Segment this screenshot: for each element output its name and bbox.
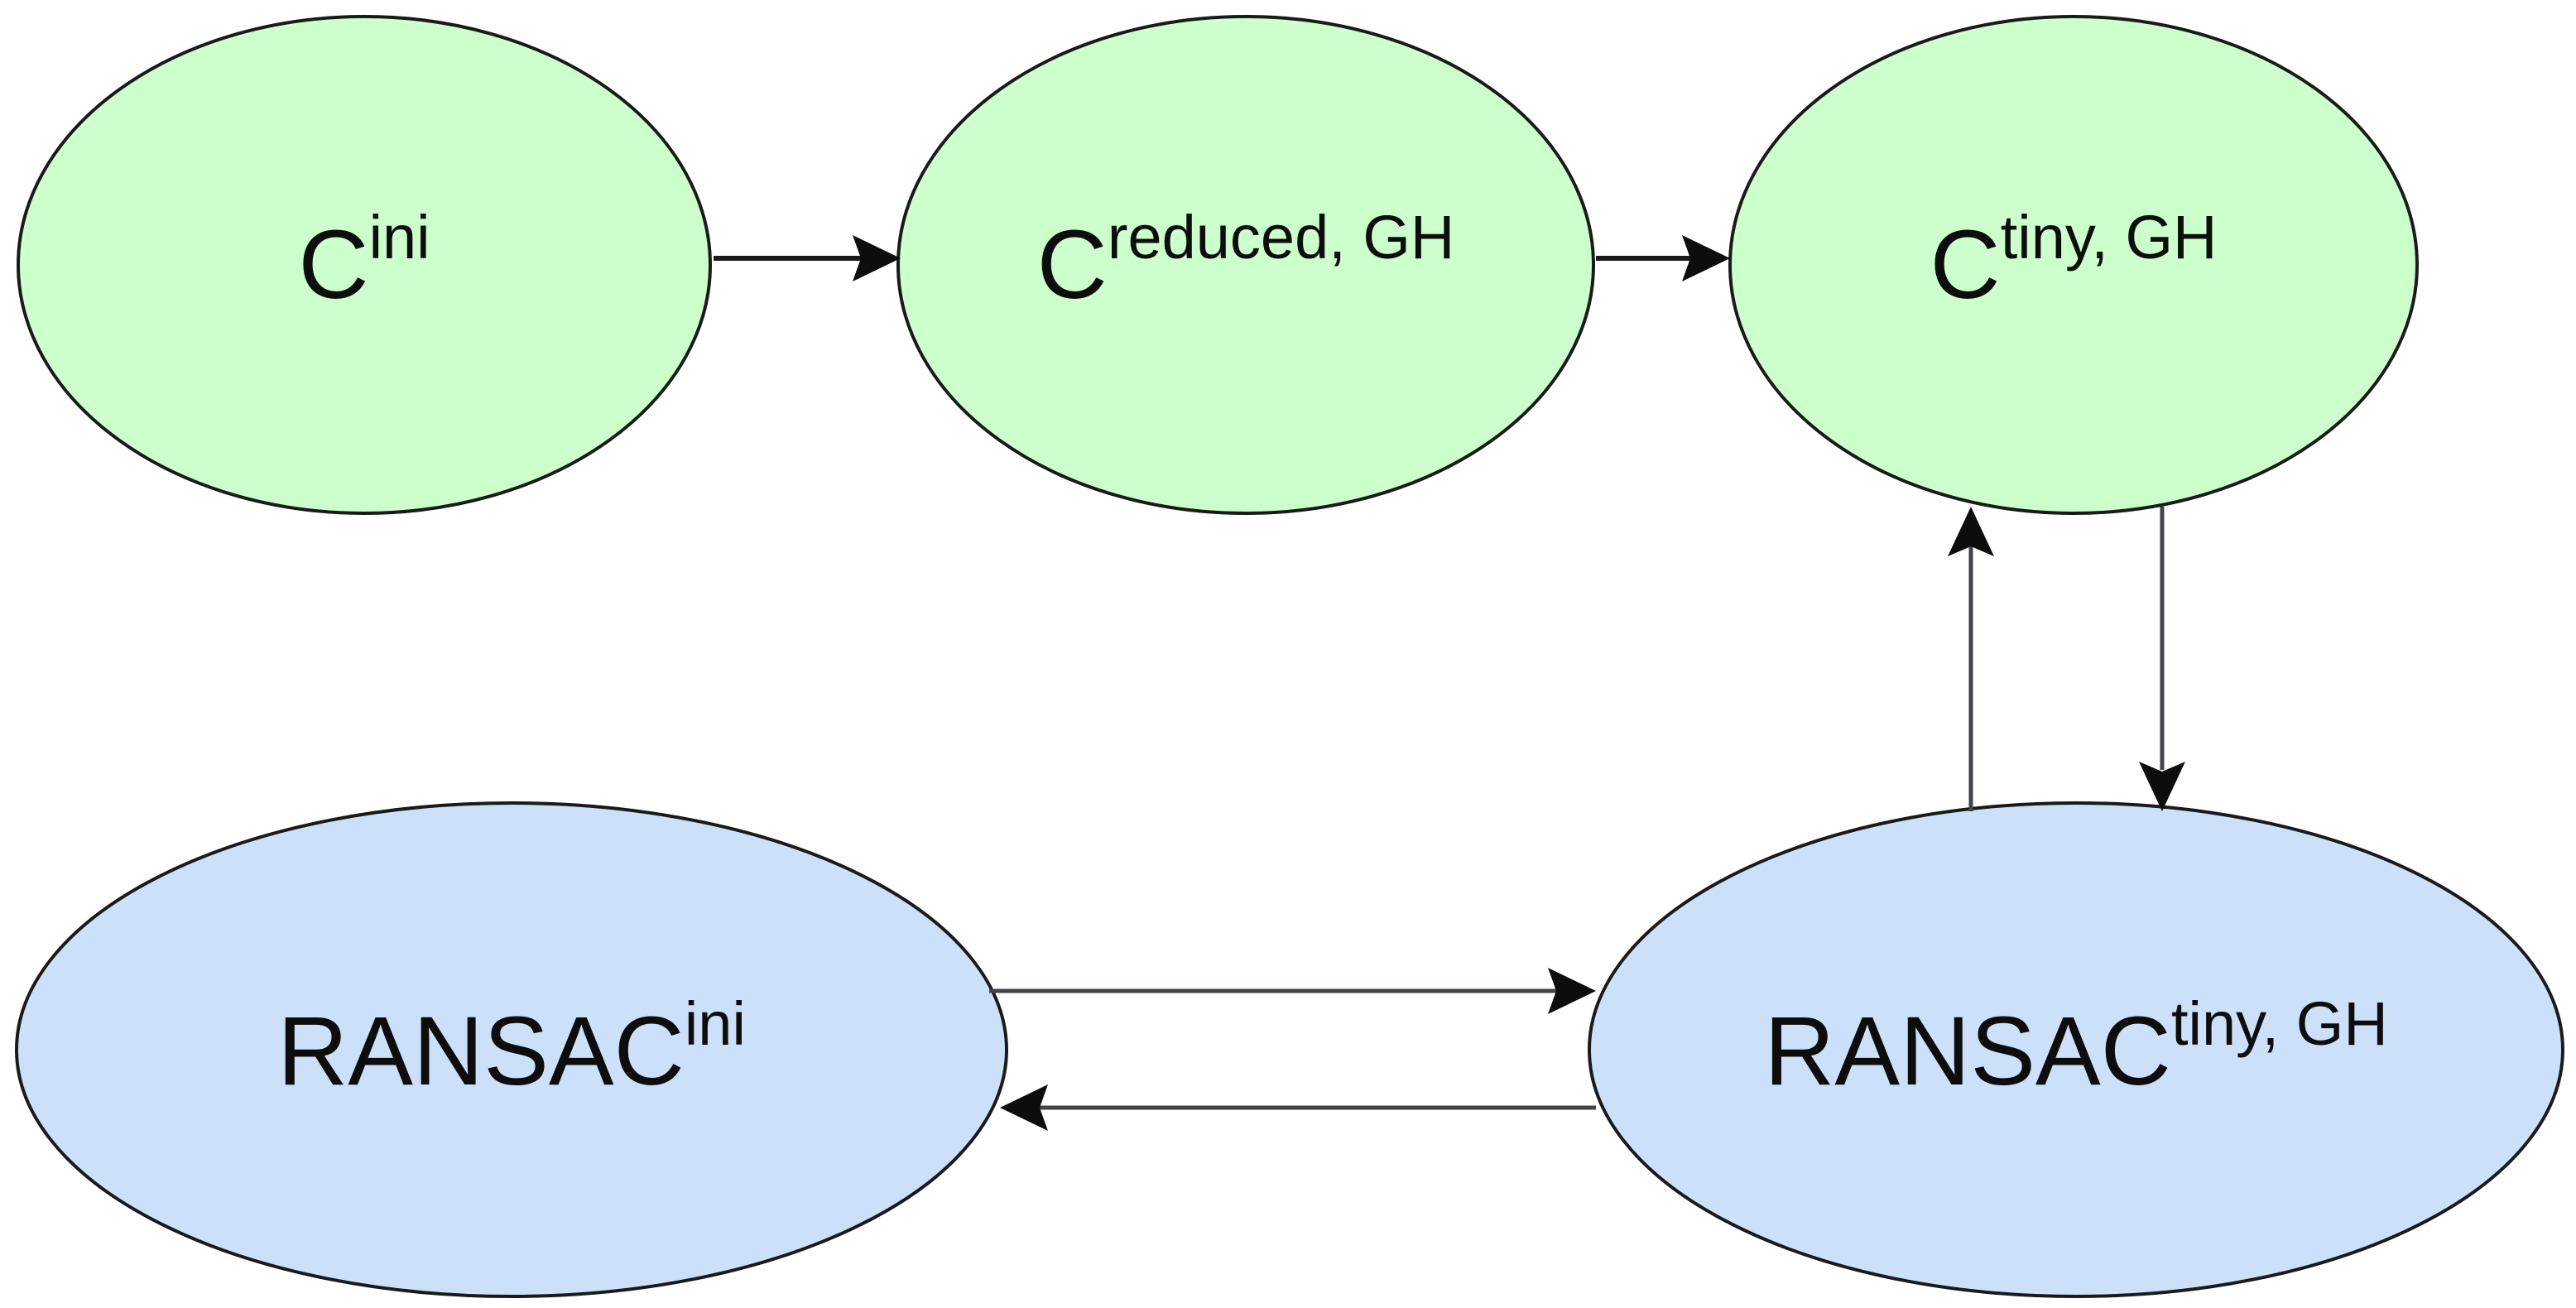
node-c-tiny-gh-superscript: tiny, GH — [2001, 203, 2218, 272]
node-c-ini-ellipse[interactable] — [17, 15, 712, 515]
edge-creduced-to-ctiny[interactable] — [1596, 235, 1730, 281]
edge-cini-to-creduced[interactable] — [714, 235, 901, 281]
edge-cini-to-creduced-arrowhead — [853, 235, 901, 281]
node-c-ini-label: Cini — [298, 203, 430, 320]
node-c-tiny-gh[interactable]: Ctiny, GH — [1728, 15, 2419, 515]
edge-ransactiny-to-ctiny[interactable] — [1948, 507, 1994, 811]
node-c-reduced-gh[interactable]: Creduced, GH — [896, 15, 1595, 515]
node-ransac-ini-base: RANSAC — [277, 997, 685, 1106]
edge-ransactiny-to-ransacini-arrowhead — [1000, 1084, 1048, 1131]
node-ransac-tiny-gh-base: RANSAC — [1764, 997, 2171, 1106]
node-ransac-tiny-gh-label: RANSACtiny, GH — [1764, 989, 2388, 1106]
node-c-reduced-gh-base: C — [1037, 210, 1108, 320]
node-ransac-tiny-gh-ellipse[interactable] — [1588, 801, 2564, 1298]
edge-ransactiny-to-ctiny-arrowhead — [1948, 507, 1994, 556]
edge-ctiny-to-ransactiny[interactable] — [2139, 507, 2185, 811]
edge-ransacini-to-ransactiny-arrowhead — [1548, 968, 1596, 1014]
node-ransac-ini[interactable]: RANSACini — [15, 801, 1008, 1298]
node-c-tiny-gh-ellipse[interactable] — [1728, 15, 2419, 515]
node-ransac-ini-ellipse[interactable] — [15, 801, 1008, 1298]
node-c-ini[interactable]: Cini — [17, 15, 712, 515]
node-c-tiny-gh-base: C — [1930, 210, 2000, 320]
node-c-ini-base: C — [298, 210, 368, 320]
node-c-tiny-gh-label: Ctiny, GH — [1930, 203, 2217, 320]
node-c-reduced-gh-label: Creduced, GH — [1037, 203, 1455, 320]
node-c-ini-superscript: ini — [369, 203, 430, 272]
edge-ctiny-to-ransactiny-arrowhead — [2139, 762, 2185, 811]
node-c-reduced-gh-ellipse[interactable] — [896, 15, 1595, 515]
node-ransac-ini-label: RANSACini — [277, 989, 746, 1106]
edge-ransactiny-to-ransacini[interactable] — [1000, 1084, 1596, 1131]
edge-ransacini-to-ransactiny[interactable] — [989, 968, 1596, 1014]
edge-creduced-to-ctiny-arrowhead — [1682, 235, 1730, 281]
node-ransac-tiny-gh[interactable]: RANSACtiny, GH — [1588, 801, 2564, 1298]
node-ransac-tiny-gh-superscript: tiny, GH — [2171, 989, 2388, 1058]
node-c-reduced-gh-superscript: reduced, GH — [1108, 203, 1455, 272]
node-ransac-ini-superscript: ini — [685, 989, 746, 1058]
